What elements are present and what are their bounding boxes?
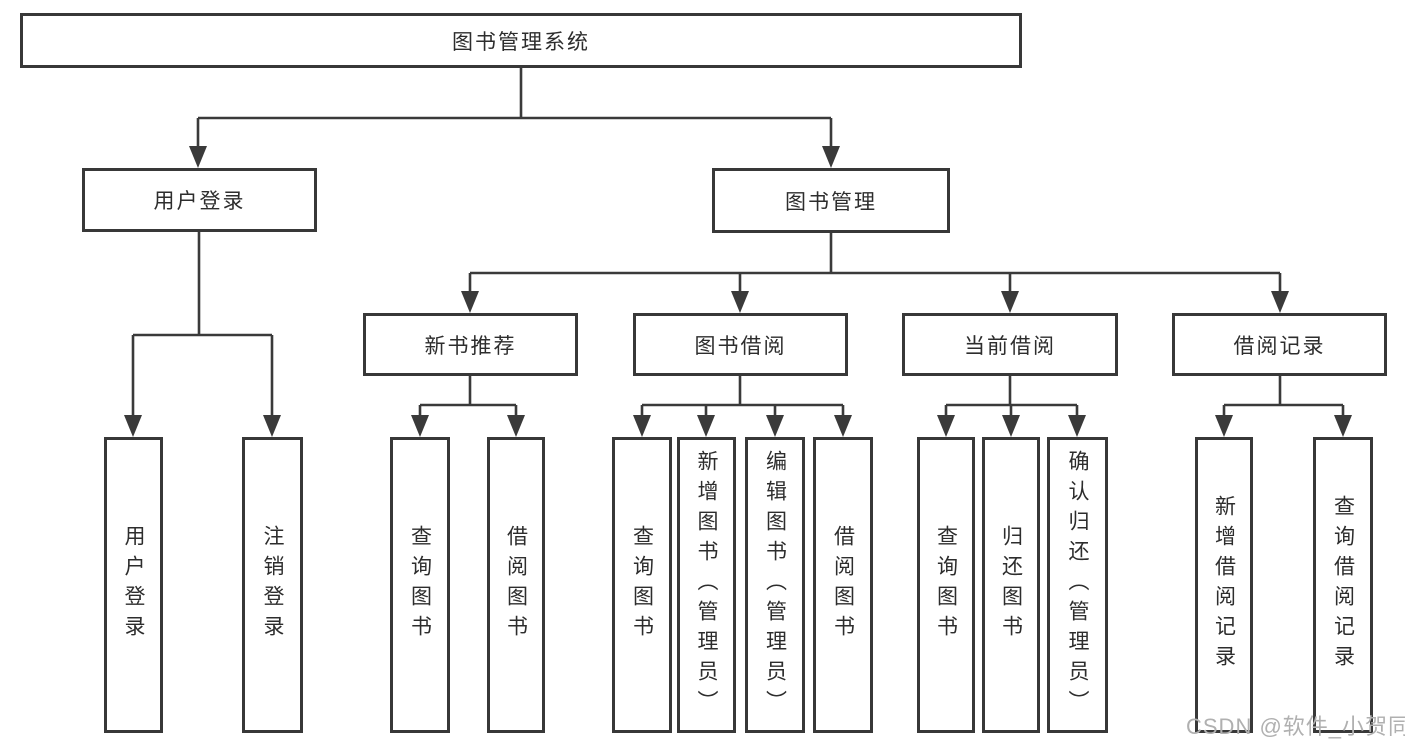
node-label: 新书推荐	[424, 334, 517, 358]
leaf-add-books-admin: 新增图书（管理员）	[677, 437, 736, 733]
node-label: 用户登录	[153, 190, 246, 213]
node-label: 确认归还（管理员）	[1066, 450, 1089, 720]
node-book-management: 图书管理	[712, 168, 950, 233]
node-label: 编辑图书（管理员）	[763, 450, 787, 720]
node-label: 注销登录	[261, 525, 284, 645]
node-borrow-records: 借阅记录	[1172, 313, 1387, 376]
node-label: 查询图书	[934, 525, 958, 645]
leaf-query-books-borrowing: 查询图书	[612, 437, 672, 733]
leaf-borrow-books-recommend: 借阅图书	[487, 437, 545, 733]
node-label: 查询图书	[630, 525, 654, 645]
node-user-login: 用户登录	[82, 168, 317, 232]
node-label: 新增借阅记录	[1212, 495, 1236, 675]
leaf-return-books: 归还图书	[982, 437, 1040, 733]
node-label: 借阅图书	[504, 525, 528, 645]
node-label: 借阅图书	[831, 525, 855, 645]
csdn-watermark: CSDN @软件_小贺同学	[1186, 714, 1405, 739]
node-current-borrowing: 当前借阅	[902, 313, 1118, 376]
leaf-query-borrow-record: 查询借阅记录	[1313, 437, 1373, 733]
node-label: 当前借阅	[964, 334, 1056, 358]
leaf-edit-books-admin: 编辑图书（管理员）	[745, 437, 805, 733]
node-label: 图书管理系统	[452, 30, 590, 54]
node-new-book-recommend: 新书推荐	[363, 313, 578, 376]
node-label: 查询图书	[408, 525, 432, 645]
node-library-management-system: 图书管理系统	[20, 13, 1022, 68]
node-label: 借阅记录	[1233, 334, 1326, 358]
node-book-borrowing: 图书借阅	[633, 313, 848, 376]
leaf-user-login: 用户登录	[104, 437, 163, 733]
node-label: 新增图书（管理员）	[695, 450, 718, 720]
leaf-logout: 注销登录	[242, 437, 303, 733]
leaf-query-books-current: 查询图书	[917, 437, 975, 733]
leaf-borrow-books: 借阅图书	[813, 437, 873, 733]
node-label: 图书借阅	[694, 334, 787, 358]
node-label: 用户登录	[122, 525, 145, 645]
arrowheads	[124, 146, 1352, 437]
node-label: 归还图书	[999, 525, 1023, 645]
node-label: 图书管理	[785, 190, 877, 214]
node-label: 查询借阅记录	[1331, 495, 1355, 675]
leaf-query-books-recommend: 查询图书	[390, 437, 450, 733]
leaf-confirm-return-admin: 确认归还（管理员）	[1047, 437, 1108, 733]
leaf-add-borrow-record: 新增借阅记录	[1195, 437, 1253, 733]
